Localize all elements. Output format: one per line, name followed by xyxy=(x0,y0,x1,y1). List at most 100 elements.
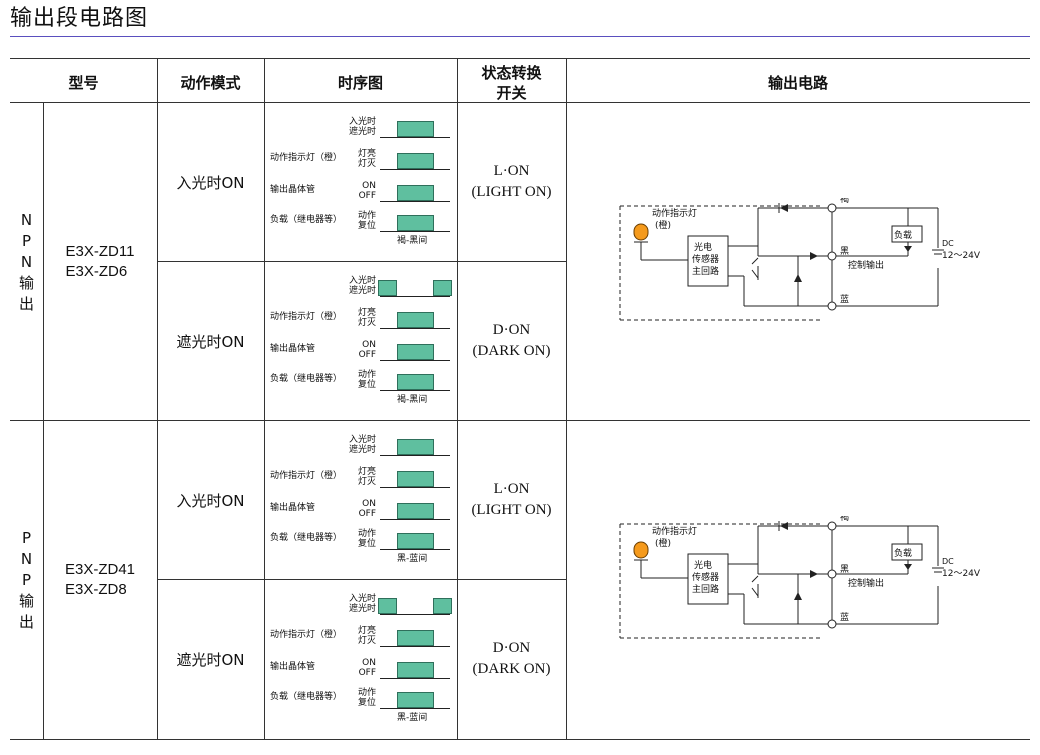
page-title: 输出段电路图 xyxy=(10,6,149,31)
timing-baseline xyxy=(380,360,450,361)
output-type-char: P xyxy=(21,528,32,547)
timing-label-lamp-off: 灯灭 xyxy=(357,318,376,328)
timing-baseline xyxy=(380,201,450,202)
timing-label-light-on: 入光时 xyxy=(348,594,376,604)
indicator-color-label: (橙) xyxy=(655,219,671,231)
timing-baseline xyxy=(380,296,450,297)
switch-value-full: (DARK ON) xyxy=(472,661,551,677)
output-type-char: P xyxy=(21,231,32,250)
col-divider-switch xyxy=(566,58,567,739)
blue-wire-label: 蓝 xyxy=(840,293,849,305)
indicator-lamp-icon xyxy=(633,223,649,241)
col-divider-model xyxy=(157,58,158,739)
table-top-border xyxy=(10,58,1030,59)
timing-label-operate: 动作 xyxy=(357,370,376,380)
timing-pulse xyxy=(378,280,397,296)
timing-baseline xyxy=(380,549,450,550)
diode-icon xyxy=(780,204,788,212)
timing-baseline xyxy=(380,231,450,232)
black-wire-label: 黑 xyxy=(840,564,849,575)
timing-pulse xyxy=(397,471,434,487)
switch-dark-on: D·ON(DARK ON) xyxy=(457,580,566,738)
timing-label-load: 负载（继电器等） xyxy=(270,215,343,225)
timing-baseline xyxy=(380,519,450,520)
switch-value: L·ON xyxy=(493,163,530,179)
timing-baseline xyxy=(380,455,450,456)
main-circuit-label-2: 传感器 xyxy=(692,253,719,265)
timing-label-operate: 动作 xyxy=(357,529,376,539)
timing-baseline xyxy=(380,614,450,615)
timing-label-light-off: 遮光时 xyxy=(348,445,376,455)
switch-dark-on: D·ON(DARK ON) xyxy=(457,262,566,420)
timing-baseline xyxy=(380,487,450,488)
timing-pulse xyxy=(397,533,434,549)
model-number: E3X-ZD6 xyxy=(65,263,128,280)
timing-label-off: OFF xyxy=(358,350,376,360)
output-type-char: N xyxy=(20,549,33,568)
model-number: E3X-ZD41 xyxy=(64,561,136,578)
timing-label-light-on: 入光时 xyxy=(348,435,376,445)
output-type-char: P xyxy=(21,570,32,589)
timing-pulse xyxy=(397,374,434,390)
voltage-label: 12～24V xyxy=(942,251,981,261)
timing-label-lamp-off: 灯灭 xyxy=(357,477,376,487)
timing-pulse xyxy=(397,692,434,708)
model-number: E3X-ZD11 xyxy=(65,243,135,260)
timing-label-load: 负载（继电器等） xyxy=(270,374,343,384)
timing-footnote: 褐-黑间 xyxy=(397,236,428,246)
switch-light-on: L·ON(LIGHT ON) xyxy=(457,421,566,579)
indicator-label: 动作指示灯 xyxy=(652,525,697,537)
timing-label-transistor: 输出晶体管 xyxy=(270,185,316,195)
header-mode: 动作模式 xyxy=(180,74,241,92)
timing-pulse xyxy=(397,312,434,328)
timing-baseline xyxy=(380,390,450,391)
header-model: 型号 xyxy=(68,74,99,92)
output-diode-icon xyxy=(810,570,818,578)
timing-label-load: 负载（继电器等） xyxy=(270,692,343,702)
timing-label-operate: 动作 xyxy=(357,211,376,221)
timing-label-light-off: 遮光时 xyxy=(348,604,376,614)
output-type-char: N xyxy=(20,252,33,271)
dc-label: DC xyxy=(942,557,954,566)
header-circuit: 输出电路 xyxy=(767,74,828,92)
timing-pulse xyxy=(397,439,434,455)
main-circuit-label-3: 主回路 xyxy=(692,265,719,277)
switch-value: D·ON xyxy=(492,322,531,338)
timing-label-lamp-off: 灯灭 xyxy=(357,159,376,169)
voltage-label: 12～24V xyxy=(942,569,981,579)
timing-label-reset: 复位 xyxy=(357,380,376,390)
black-wire-label: 黑 xyxy=(840,246,849,257)
timing-label-load: 负载（继电器等） xyxy=(270,533,343,543)
brown-wire-label: 褐 xyxy=(840,516,849,523)
header-switch: 状态转换 xyxy=(481,64,542,82)
row-divider-pnp xyxy=(157,579,566,580)
timing-baseline xyxy=(380,678,450,679)
load-box xyxy=(891,225,923,243)
timing-label-operate: 动作 xyxy=(357,688,376,698)
timing-label-transistor: 输出晶体管 xyxy=(270,503,316,513)
blue-wire-label: 蓝 xyxy=(840,611,849,623)
zener-icon xyxy=(794,592,802,600)
wire xyxy=(751,257,759,265)
control-output-label: 控制输出 xyxy=(848,259,884,271)
mode-light-on: 入光时ON xyxy=(176,491,245,510)
switch-value-full: (LIGHT ON) xyxy=(471,184,552,200)
brown-terminal xyxy=(827,203,837,213)
load-box xyxy=(891,543,923,561)
header-switch-line2: 开关 xyxy=(496,84,527,102)
mode-light-on: 入光时ON xyxy=(176,173,245,192)
output-type-char: 输 xyxy=(18,591,34,610)
main-circuit-label-3: 主回路 xyxy=(692,583,719,595)
col-divider-mode xyxy=(264,58,265,739)
group-divider xyxy=(10,420,1030,421)
dc-label: DC xyxy=(942,239,954,248)
wire xyxy=(751,575,759,583)
timing-label-reset: 复位 xyxy=(357,539,376,549)
